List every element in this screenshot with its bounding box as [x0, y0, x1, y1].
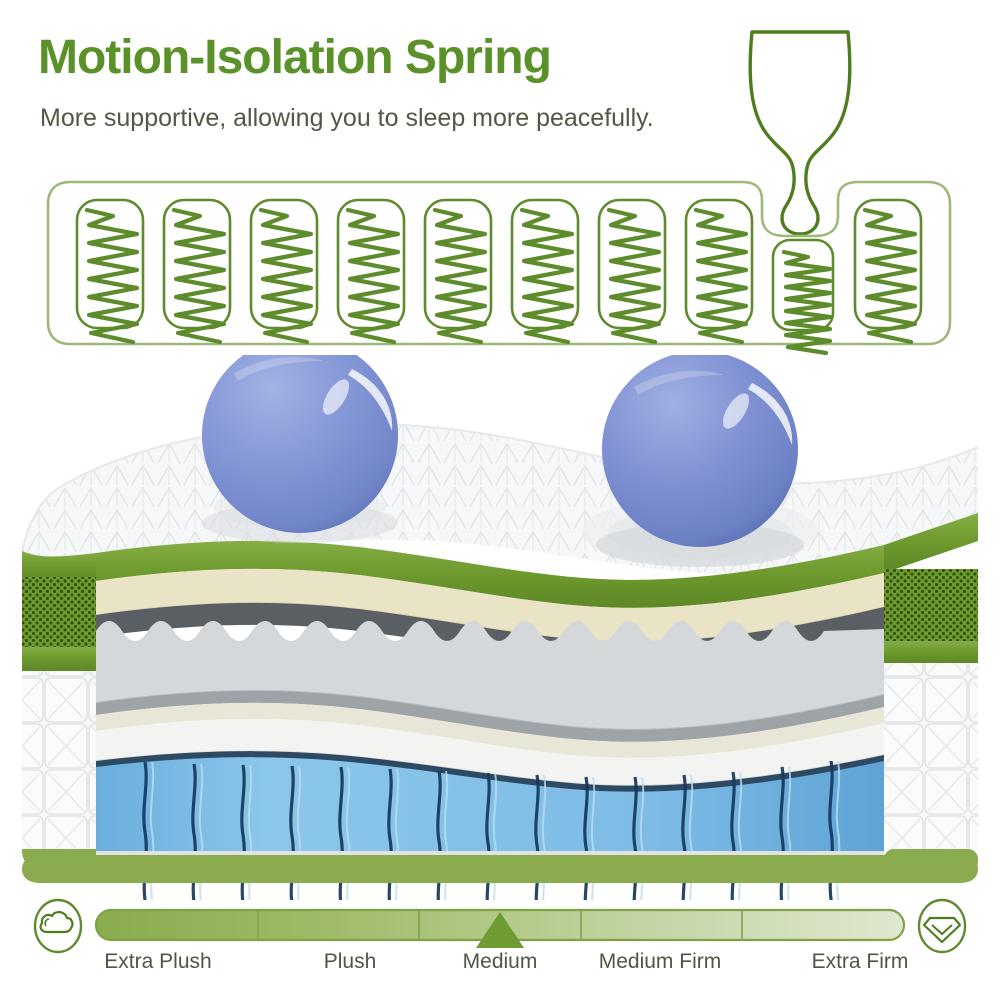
pocket-spring-8: [684, 198, 754, 342]
firmness-labels: Extra Plush Plush Medium Medium Firm Ext…: [0, 950, 1000, 990]
weight-sphere-left: [202, 355, 398, 543]
pocket-spring-6: [510, 198, 580, 342]
mattress-base-trim: [22, 855, 978, 883]
weight-sphere-right: [596, 355, 804, 567]
wine-glass-icon: [748, 30, 852, 236]
page-subtitle: More supportive, allowing you to sleep m…: [40, 104, 654, 132]
pocket-spring-7: [597, 198, 667, 342]
mattress-right-edge: [884, 513, 978, 871]
mattress-layer-stack: [95, 540, 885, 798]
spring-panel: [0, 0, 1000, 360]
gray-separator-line: [96, 690, 884, 742]
mattress-cross-section: [0, 355, 1000, 900]
firmness-label-extra-firm: Extra Firm: [811, 950, 909, 973]
pocket-spring-10: [853, 198, 923, 342]
pocket-spring-1: [75, 198, 145, 342]
page-title: Motion-Isolation Spring: [38, 31, 552, 84]
firmness-bar-wrap[interactable]: [0, 898, 1000, 954]
mattress-left-edge: [22, 551, 96, 871]
pocket-spring-2: [162, 198, 232, 342]
firmness-scale: Extra Plush Plush Medium Medium Firm Ext…: [0, 898, 1000, 1000]
cream-thin-line: [96, 702, 884, 758]
firmness-pointer: [476, 912, 524, 948]
spring-container-outline: [46, 180, 952, 346]
pocket-spring-9-compressed: [771, 238, 835, 353]
firmness-label-medium: Medium: [462, 950, 538, 973]
pocket-spring-4: [336, 198, 406, 342]
cloud-icon: [33, 898, 83, 954]
firmness-label-extra-plush: Extra Plush: [104, 950, 212, 973]
firmness-label-medium-firm: Medium Firm: [598, 950, 722, 973]
pocket-spring-5: [423, 198, 493, 342]
pocket-spring-3: [249, 198, 319, 342]
firmness-label-plush: Plush: [323, 950, 377, 973]
green-edge-band-layer: [96, 540, 884, 608]
white-base-layer: [96, 718, 884, 786]
diamond-icon: [917, 898, 967, 954]
